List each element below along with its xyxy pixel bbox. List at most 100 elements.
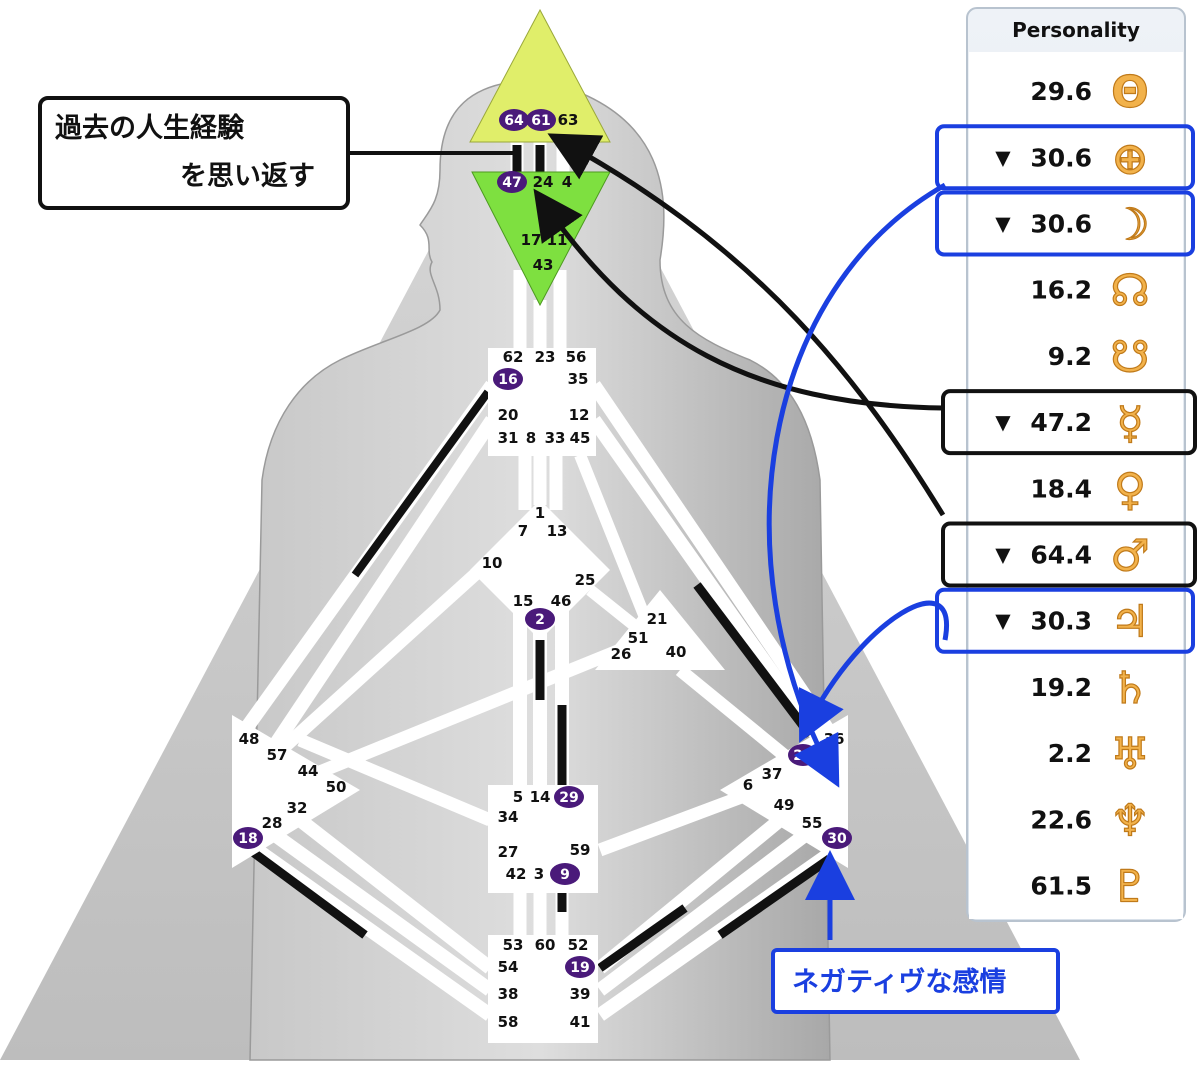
gate-38: 38 xyxy=(498,985,519,1003)
gate-marker xyxy=(525,608,555,630)
south-node-icon: ☋ xyxy=(1110,332,1149,383)
memory-arrows xyxy=(533,133,946,517)
north-node-icon: ☊ xyxy=(1110,266,1149,317)
highlight-marker: ▼ xyxy=(995,212,1011,236)
pluto-icon: ♇ xyxy=(1110,862,1149,913)
gate-40: 40 xyxy=(666,643,687,661)
row-highlight-box xyxy=(935,587,1195,654)
gate-58: 58 xyxy=(498,1013,519,1031)
gate-15: 15 xyxy=(513,592,534,610)
gate-50: 50 xyxy=(326,778,347,796)
gate-3: 3 xyxy=(534,865,544,883)
gate-28: 28 xyxy=(262,814,283,832)
personality-value: 16.2 xyxy=(1030,276,1092,305)
personality-value: 9.2 xyxy=(1048,342,1092,371)
highlight-marker: ▼ xyxy=(995,609,1011,633)
gate-9: 9 xyxy=(560,867,570,883)
ego-center xyxy=(595,590,725,670)
row-highlight-box xyxy=(941,521,1197,588)
uranus-icon: ♅ xyxy=(1110,729,1149,780)
gate-marker xyxy=(554,786,584,808)
gate-marker xyxy=(822,827,852,849)
head-center xyxy=(469,8,611,143)
gate-46: 46 xyxy=(551,592,572,610)
saturn-icon: ♄ xyxy=(1110,663,1149,714)
personality-value: 29.6 xyxy=(1030,77,1092,106)
gate-48: 48 xyxy=(239,730,260,748)
emotion-callout-label: ネガティヴな感情 xyxy=(792,966,1006,998)
personality-row: 61.5 ♇ xyxy=(1030,861,1150,913)
highlight-marker: ▼ xyxy=(995,410,1011,434)
spleen-center xyxy=(232,715,360,868)
gate-2: 2 xyxy=(535,612,545,628)
gate-36: 36 xyxy=(824,730,845,748)
venus-icon: ♀ xyxy=(1114,464,1146,515)
personality-row: 2.2♅ xyxy=(1048,728,1151,780)
gate-61: 61 xyxy=(531,113,550,129)
emotion-callout: ネガティヴな感情 xyxy=(771,948,1060,1014)
gate-45: 45 xyxy=(570,429,591,447)
personality-row: 29.6 Θ xyxy=(1030,66,1149,118)
gate-30: 30 xyxy=(827,831,847,847)
personality-value: 30.6 xyxy=(1030,143,1092,172)
personality-value: 61.5 xyxy=(1030,872,1092,901)
gate-5: 5 xyxy=(513,788,523,806)
sun-icon: Θ xyxy=(1111,67,1148,118)
personality-row: 22.6♆ xyxy=(1030,795,1150,847)
personality-row: ▼ 30.3 ♃ xyxy=(935,587,1195,654)
gate-39: 39 xyxy=(570,985,591,1003)
mars-icon: ♂ xyxy=(1110,531,1149,582)
personality-row: 19.2 ♄ xyxy=(1030,662,1150,714)
gate-marker xyxy=(233,827,263,849)
gate-26: 26 xyxy=(611,645,632,663)
gate-55: 55 xyxy=(802,814,823,832)
throat-center xyxy=(488,348,596,456)
gate-59: 59 xyxy=(570,841,591,859)
highlight-marker: ▼ xyxy=(995,543,1011,567)
gate-49: 49 xyxy=(774,796,795,814)
gate-marker xyxy=(497,171,527,193)
gate-23: 23 xyxy=(535,348,556,366)
highlight-marker: ▼ xyxy=(995,145,1011,169)
jupiter-icon: ♃ xyxy=(1110,597,1149,648)
row-highlight-box xyxy=(935,190,1195,257)
gate-41: 41 xyxy=(570,1013,591,1031)
gate-18: 18 xyxy=(238,831,257,847)
gate-27: 27 xyxy=(498,843,519,861)
gate-20: 20 xyxy=(498,406,519,424)
gate-marker xyxy=(565,956,595,978)
personality-value: 18.4 xyxy=(1030,474,1092,503)
personality-value: 47.2 xyxy=(1030,408,1092,437)
gate-52: 52 xyxy=(568,936,589,954)
personality-header: Personality xyxy=(1012,18,1140,42)
gate-24: 24 xyxy=(533,173,554,191)
row-highlight-box xyxy=(941,389,1197,456)
gate-10: 10 xyxy=(482,554,503,572)
gate-37: 37 xyxy=(762,765,783,783)
gate-7: 7 xyxy=(518,522,528,540)
personality-row: 9.2 ☋ xyxy=(1048,331,1150,383)
gate-6: 6 xyxy=(743,776,753,794)
gate-33: 33 xyxy=(545,429,566,447)
gate-14: 14 xyxy=(530,788,551,806)
personality-value: 64.4 xyxy=(1030,541,1092,570)
gate-16: 16 xyxy=(498,372,517,388)
gate-13: 13 xyxy=(547,522,568,540)
gate-32: 32 xyxy=(287,799,308,817)
gate-25: 25 xyxy=(575,571,596,589)
gate-19: 19 xyxy=(570,960,589,976)
emotion-arrows xyxy=(766,182,949,940)
memory-callout-line1: 過去の人生経験 xyxy=(55,112,245,144)
row-highlight-box xyxy=(935,124,1195,191)
gate-34: 34 xyxy=(498,808,519,826)
gate-60: 60 xyxy=(535,936,556,954)
personality-value: 19.2 xyxy=(1030,673,1092,702)
gate-4: 4 xyxy=(562,173,572,191)
gate-29: 29 xyxy=(559,790,578,806)
gate-64: 64 xyxy=(504,113,524,129)
personality-row: 18.4 ♀ xyxy=(1030,464,1146,516)
personality-row: ▼47.2☿ xyxy=(941,389,1197,456)
personality-value: 30.3 xyxy=(1030,607,1092,636)
gate-12: 12 xyxy=(569,406,590,424)
